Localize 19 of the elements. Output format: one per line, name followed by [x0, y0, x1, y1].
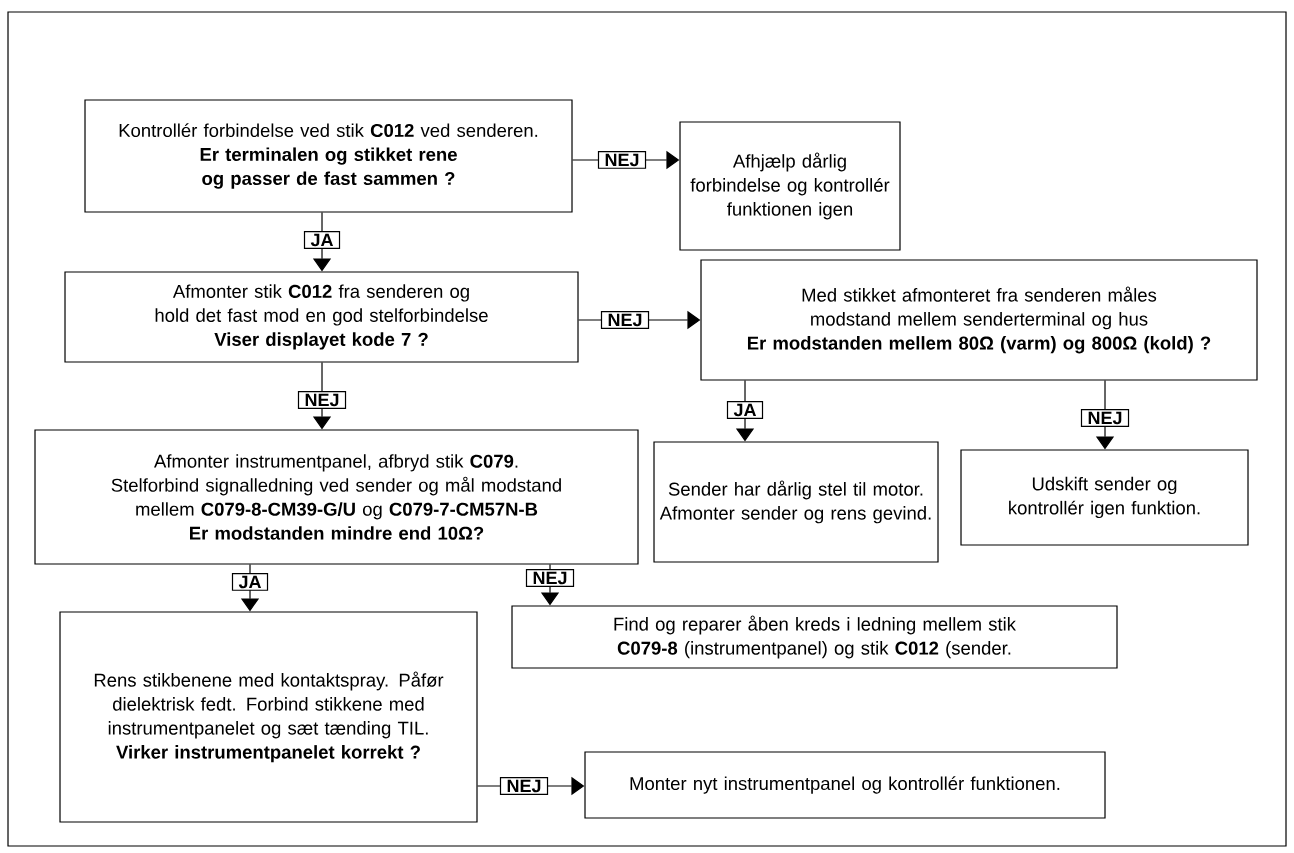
- edge-label: NEJ: [297, 391, 347, 409]
- process-box: Rens stikbenene med kontaktspray. Påfør dielektrisk fedt. Forbind stikkene med instrumentpanelet og sæt tænding TIL. Virker instrumentpanelet korrekt ?: [59, 611, 478, 823]
- process-box: Kontrollér forbindelse ved stik C012 ved senderen. Er terminalen og stikket rene og passer de fast sammen ?: [84, 99, 573, 213]
- process-box: Med stikket afmonteret fra senderen måles modstand mellem senderterminal og hus Er modstanden mellem 80Ω (varm) og 800Ω (kold) ?: [700, 259, 1258, 381]
- edge-label: NEJ: [600, 311, 650, 329]
- process-box: Udskift sender og kontrollér igen funktion.: [960, 449, 1249, 546]
- edge-label: JA: [726, 401, 764, 419]
- process-box: Find og reparer åben kreds i ledning mellem stik C079-8 (instrumentpanel) og stik C012 (sender.: [511, 605, 1118, 669]
- edge-label: NEJ: [525, 569, 575, 587]
- edge-label: JA: [303, 231, 341, 249]
- process-box: Afmonter instrumentpanel, afbryd stik C079. Stelforbind signalledning ved sender og mål modstand mellem C079-8-CM39-G/U og C079-7-CM57N-B Er modstanden mindre end 10Ω?: [34, 429, 639, 565]
- edge-label: NEJ: [597, 151, 647, 169]
- process-box: Afhjælp dårlig forbindelse og kontrollér funktionen igen: [679, 121, 901, 251]
- process-box: Monter nyt instrumentpanel og kontrollér funktionen.: [584, 751, 1106, 819]
- edge-label: JA: [231, 573, 269, 591]
- edge-label: NEJ: [499, 777, 549, 795]
- process-box: Sender har dårlig stel til motor. Afmonter sender og rens gevind.: [653, 441, 939, 563]
- edge-label: NEJ: [1080, 409, 1130, 427]
- process-box: Afmonter stik C012 fra senderen og hold det fast mod en god stelforbindelse Viser displayet kode 7 ?: [64, 271, 579, 363]
